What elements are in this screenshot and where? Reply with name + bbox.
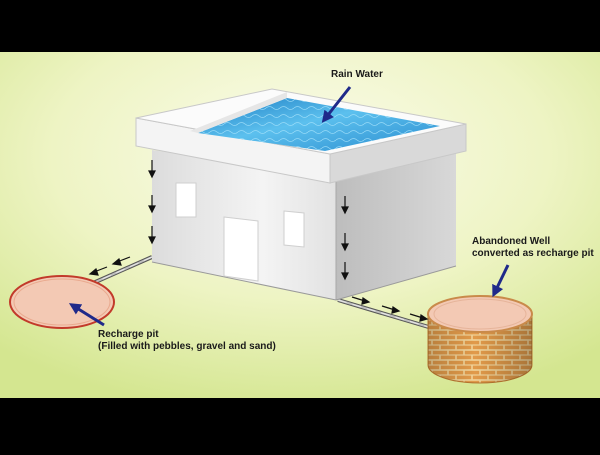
flow-arrows-to-well (351, 296, 429, 322)
flow-arrows-to-pit (88, 256, 131, 276)
pipe-to-well (337, 298, 433, 330)
flow-arrows-front (148, 160, 156, 245)
rain-water-label: Rain Water (331, 69, 383, 81)
well-label-line1: Abandoned Well (472, 236, 551, 247)
flow-arrow (341, 233, 349, 252)
rain-water-pointer-arrow (321, 86, 352, 123)
pit-pointer-arrow (68, 303, 105, 327)
flow-arrow (111, 256, 131, 266)
flow-arrow (148, 160, 156, 179)
pit-label-line2: (Filled with pebbles, gravel and sand) (98, 341, 276, 352)
flow-arrow (381, 305, 401, 314)
roof-tank (135, 88, 467, 184)
flow-arrow (148, 195, 156, 214)
rain-water-text: Rain Water (331, 69, 383, 80)
flow-arrows-side (341, 196, 349, 281)
flow-arrow (341, 196, 349, 215)
window-right (283, 210, 305, 248)
flow-arrow (88, 266, 108, 276)
flow-arrow (148, 226, 156, 245)
flow-arrow (341, 262, 349, 281)
window-left (175, 182, 197, 218)
well-label-line2: converted as recharge pit (472, 248, 594, 259)
pit-label-line1: Recharge pit (98, 329, 159, 340)
flow-arrow (409, 313, 429, 322)
door (223, 216, 259, 282)
house-side-wall (336, 146, 456, 300)
well-pointer-arrow (492, 264, 510, 298)
abandoned-well (427, 295, 533, 384)
recharge-pit-label: Recharge pit (Filled with pebbles, grave… (98, 329, 276, 353)
well-label: Abandoned Well converted as recharge pit (472, 236, 594, 260)
flow-arrow (351, 296, 371, 305)
